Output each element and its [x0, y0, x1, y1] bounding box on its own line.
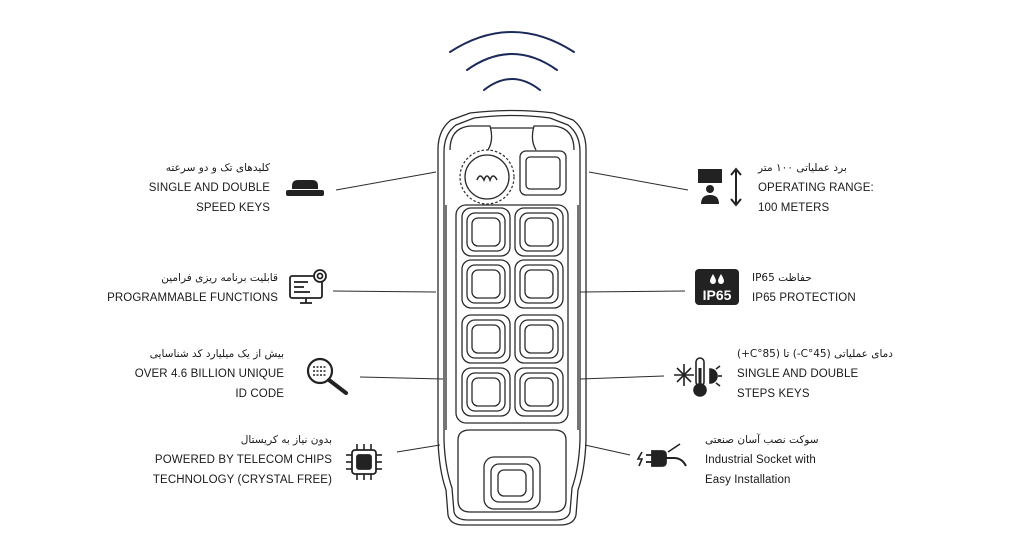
operating-range-en2: 100 METERS	[758, 202, 830, 214]
feature-speed-keys: کلیدهای تک و دو سرعته SINGLE AND DOUBLE …	[149, 158, 270, 218]
remote-key-3[interactable]	[461, 259, 511, 309]
feature-unique-id: بیش از یک میلیارد کد شناسایی OVER 4.6 BI…	[135, 344, 284, 404]
microchip-icon	[344, 442, 384, 482]
ip65-badge-text: IP65	[703, 287, 732, 303]
remote-key-2[interactable]	[514, 207, 564, 257]
speed-keys-fa: کلیدهای تک و دو سرعته	[165, 162, 270, 174]
programmable-en1: PROGRAMMABLE FUNCTIONS	[107, 292, 278, 304]
feature-programmable: قابلیت برنامه ریزی فرامین PROGRAMMABLE F…	[107, 268, 278, 308]
unique-id-en2: ID CODE	[235, 388, 284, 400]
brand-logo-icon	[459, 149, 515, 205]
remote-key-1[interactable]	[461, 207, 511, 257]
telecom-chips-en2: TECHNOLOGY (CRYSTAL FREE)	[152, 474, 332, 486]
remote-key-7[interactable]	[461, 367, 511, 417]
thermometer-icon	[672, 354, 724, 400]
bottom-key[interactable]	[483, 456, 541, 510]
feature-socket: سوکت نصب آسان صنعتی Industrial Socket wi…	[705, 430, 819, 490]
double-speed-key-icon	[284, 176, 326, 198]
feature-ip65: IP65 حفاظت IP65 PROTECTION	[752, 268, 856, 308]
key-grid	[461, 207, 564, 417]
range-distance-icon	[696, 166, 748, 208]
snowflake-icon	[674, 364, 694, 386]
unique-id-en1: OVER 4.6 BILLION UNIQUE	[134, 368, 284, 380]
feature-temperature: دمای عملیاتی (45°C-) تا (85°C+) SINGLE A…	[737, 344, 893, 404]
remote-key-6[interactable]	[514, 314, 564, 364]
programming-monitor-icon	[288, 268, 330, 308]
temperature-en1: SINGLE AND DOUBLE	[737, 368, 859, 380]
remote-body	[437, 109, 587, 526]
remote-key-5[interactable]	[461, 314, 511, 364]
ip65-badge-icon: IP65	[694, 268, 740, 306]
plug-socket-icon	[636, 440, 692, 476]
remote-key-8[interactable]	[514, 367, 564, 417]
ip65-fa: IP65 حفاظت	[752, 272, 812, 284]
ip65-en1: IP65 PROTECTION	[752, 292, 856, 304]
socket-en2: Easy Installation	[705, 474, 791, 486]
telecom-chips-en1: POWERED BY TELECOM CHIPS	[154, 454, 332, 466]
leader-lines	[332, 171, 689, 456]
telecom-chips-fa: بدون نیاز به کریستال	[240, 434, 332, 446]
feature-operating-range: برد عملیاتی ۱۰۰ متر OPERATING RANGE: 100…	[758, 158, 874, 218]
speed-keys-en1: SINGLE AND DOUBLE	[148, 182, 270, 194]
magnifier-code-icon	[302, 355, 352, 397]
wireless-signal-icon	[449, 31, 575, 91]
operating-range-en1: OPERATING RANGE:	[758, 182, 874, 194]
temperature-fa: دمای عملیاتی (45°C-) تا (85°C+)	[737, 348, 893, 360]
operating-range-fa: برد عملیاتی ۱۰۰ متر	[758, 162, 847, 174]
socket-en1: Industrial Socket with	[705, 454, 816, 466]
stop-button[interactable]	[519, 150, 567, 196]
programmable-fa: قابلیت برنامه ریزی فرامین	[161, 272, 278, 284]
feature-telecom-chips: بدون نیاز به کریستال POWERED BY TELECOM …	[153, 430, 332, 490]
socket-fa: سوکت نصب آسان صنعتی	[705, 434, 819, 446]
speed-keys-en2: SPEED KEYS	[196, 202, 270, 214]
temperature-en2: STEPS KEYS	[737, 388, 810, 400]
unique-id-fa: بیش از یک میلیارد کد شناسایی	[149, 348, 284, 360]
remote-key-4[interactable]	[514, 259, 564, 309]
sun-icon	[709, 365, 722, 387]
